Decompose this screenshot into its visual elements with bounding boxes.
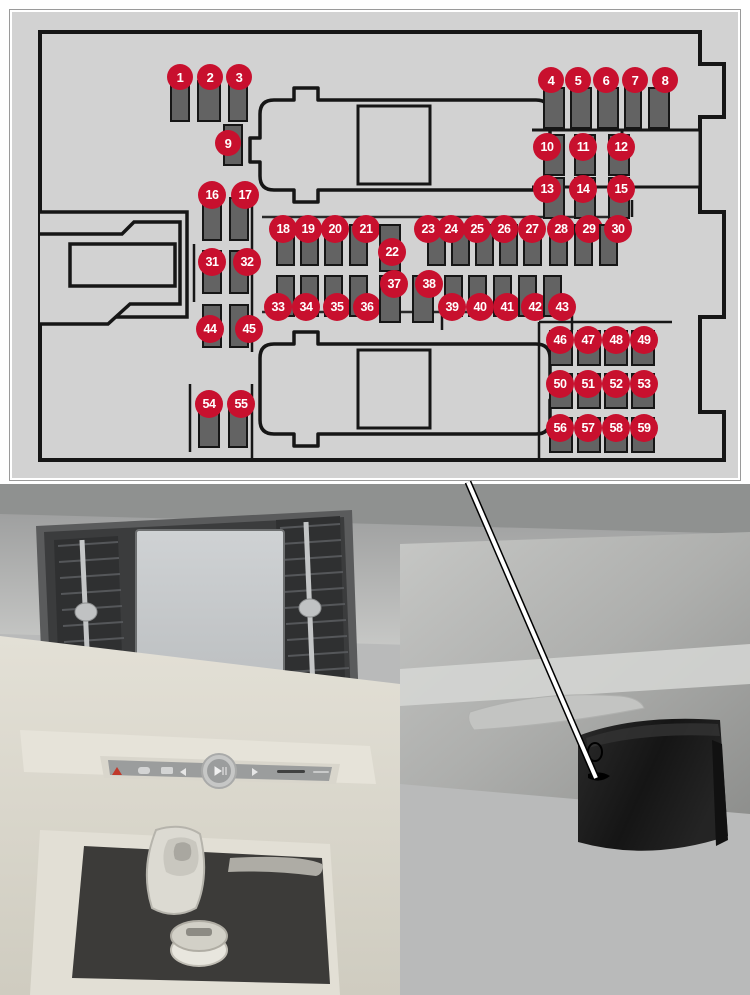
fuse-number-badge-38: 38 — [415, 270, 443, 298]
fuse-number-badge-29: 29 — [575, 215, 603, 243]
fuse-number-badge-20: 20 — [321, 215, 349, 243]
fuse-number-badge-21: 21 — [352, 215, 380, 243]
fuse-number-badge-13: 13 — [533, 175, 561, 203]
fuse-number-badge-22: 22 — [378, 238, 406, 266]
fuse-number-badge-37: 37 — [380, 270, 408, 298]
fuse-number-badge-46: 46 — [546, 326, 574, 354]
fuse-slot-7[interactable] — [624, 87, 642, 129]
fuse-number-badge-6: 6 — [593, 67, 619, 93]
fuse-slot-5[interactable] — [570, 87, 592, 129]
fuse-number-badge-32: 32 — [233, 248, 261, 276]
fuse-number-badge-8: 8 — [652, 67, 678, 93]
fuse-number-badge-36: 36 — [353, 293, 381, 321]
fuse-number-badge-26: 26 — [490, 215, 518, 243]
vehicle-interior-photo — [0, 484, 750, 995]
fuse-number-badge-31: 31 — [198, 248, 226, 276]
fuse-slot-8[interactable] — [648, 87, 670, 129]
fuse-number-badge-39: 39 — [438, 293, 466, 321]
fuse-number-badge-1: 1 — [167, 64, 193, 90]
fuse-number-badge-56: 56 — [546, 414, 574, 442]
fuse-number-badge-15: 15 — [607, 175, 635, 203]
fuse-number-badge-49: 49 — [630, 326, 658, 354]
fuse-number-badge-47: 47 — [574, 326, 602, 354]
fuse-number-badge-2: 2 — [197, 64, 223, 90]
fuse-number-badge-30: 30 — [604, 215, 632, 243]
fuse-number-badge-5: 5 — [565, 67, 591, 93]
fuse-number-badge-45: 45 — [235, 315, 263, 343]
fuse-number-badge-9: 9 — [215, 130, 241, 156]
fuse-number-badge-3: 3 — [226, 64, 252, 90]
fuse-number-badge-11: 11 — [569, 133, 597, 161]
fuse-number-badge-52: 52 — [602, 370, 630, 398]
fuse-number-badge-12: 12 — [607, 133, 635, 161]
fuse-number-badge-27: 27 — [518, 215, 546, 243]
fuse-number-badge-50: 50 — [546, 370, 574, 398]
fuse-slot-6[interactable] — [597, 87, 619, 129]
fuse-number-badge-44: 44 — [196, 315, 224, 343]
drive-mode-roller — [170, 920, 228, 967]
interior-illustration — [0, 484, 750, 995]
fuse-box-cover — [578, 718, 728, 851]
fuse-number-badge-41: 41 — [493, 293, 521, 321]
fuse-number-badge-54: 54 — [195, 390, 223, 418]
gear-selector — [145, 825, 206, 915]
fuse-number-badge-33: 33 — [264, 293, 292, 321]
fuse-number-badge-24: 24 — [437, 215, 465, 243]
fuse-number-badge-48: 48 — [602, 326, 630, 354]
fuse-number-badge-51: 51 — [574, 370, 602, 398]
fuse-number-badge-18: 18 — [269, 215, 297, 243]
fuse-number-badge-59: 59 — [630, 414, 658, 442]
fuse-slot-4[interactable] — [543, 87, 565, 129]
fuse-number-badge-40: 40 — [466, 293, 494, 321]
fuse-number-badge-16: 16 — [198, 181, 226, 209]
fuse-number-badge-35: 35 — [323, 293, 351, 321]
fuse-number-badge-19: 19 — [294, 215, 322, 243]
fuse-number-badge-17: 17 — [231, 181, 259, 209]
fuse-number-badge-53: 53 — [630, 370, 658, 398]
fuse-number-badge-25: 25 — [463, 215, 491, 243]
fuse-number-badge-34: 34 — [292, 293, 320, 321]
fuse-number-badge-57: 57 — [574, 414, 602, 442]
fuse-number-badge-14: 14 — [569, 175, 597, 203]
warning-triangle-icon — [112, 767, 122, 775]
fuse-number-badge-55: 55 — [227, 390, 255, 418]
fuse-number-badge-28: 28 — [547, 215, 575, 243]
console-button-bar — [100, 753, 340, 789]
fuse-number-badge-10: 10 — [533, 133, 561, 161]
fuse-number-badge-4: 4 — [538, 67, 564, 93]
fuse-number-badge-43: 43 — [548, 293, 576, 321]
fuse-number-badge-58: 58 — [602, 414, 630, 442]
fuse-number-badge-7: 7 — [622, 67, 648, 93]
